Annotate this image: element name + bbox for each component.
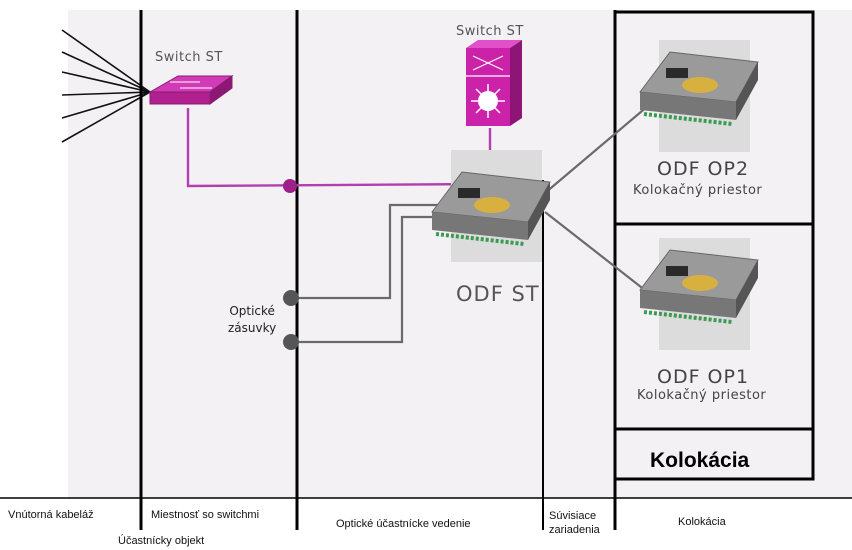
odf-op1-subtitle: Kolokačný priestor — [637, 388, 767, 403]
odf-op2-icon — [639, 40, 759, 152]
odf-op2-label: ODF OP2 — [657, 158, 750, 180]
zone-related-equipment: Súvisiace zariadenia — [549, 509, 600, 537]
zone-switch-room: Miestnosť so switchmi — [151, 509, 260, 521]
optical-sockets-line1: Optické — [229, 304, 275, 318]
zone-related-equipment-line1: Súvisiace — [549, 510, 597, 522]
zone-subscriber-object: Účastnícky objekt — [118, 535, 205, 547]
optical-sockets-label: Optické zásuvky — [228, 303, 276, 337]
odf-st-icon — [431, 150, 551, 262]
odf-st-label: ODF ST — [456, 282, 540, 306]
switch-left-label: Switch ST — [155, 50, 223, 65]
optical-socket-2 — [283, 334, 299, 350]
switch-left-icon — [148, 75, 234, 105]
zone-internal-cabling: Vnútorná kabeláž — [8, 509, 94, 521]
switch-right-label: Switch ST — [456, 24, 524, 39]
colocation-rooms — [613, 10, 815, 481]
internal-cabling-lines — [61, 29, 151, 143]
optical-sockets-line2: zásuvky — [228, 321, 277, 335]
grey-links — [292, 99, 656, 344]
odf-op2-subtitle: Kolokačný priestor — [633, 183, 763, 198]
zone-optical-line: Optické účastnícke vedenie — [336, 518, 471, 530]
kolokacia-room-label: Kolokácia — [650, 449, 750, 472]
zone-colocation: Kolokácia — [678, 516, 726, 528]
zone-related-equipment-line2: zariadenia — [549, 524, 600, 536]
optical-socket-1 — [283, 290, 299, 306]
odf-op1-label: ODF OP1 — [657, 366, 750, 388]
switch-right-icon — [466, 40, 522, 126]
odf-op1-icon — [639, 238, 759, 350]
magenta-socket — [283, 179, 297, 193]
room-kolokacia — [613, 427, 815, 481]
